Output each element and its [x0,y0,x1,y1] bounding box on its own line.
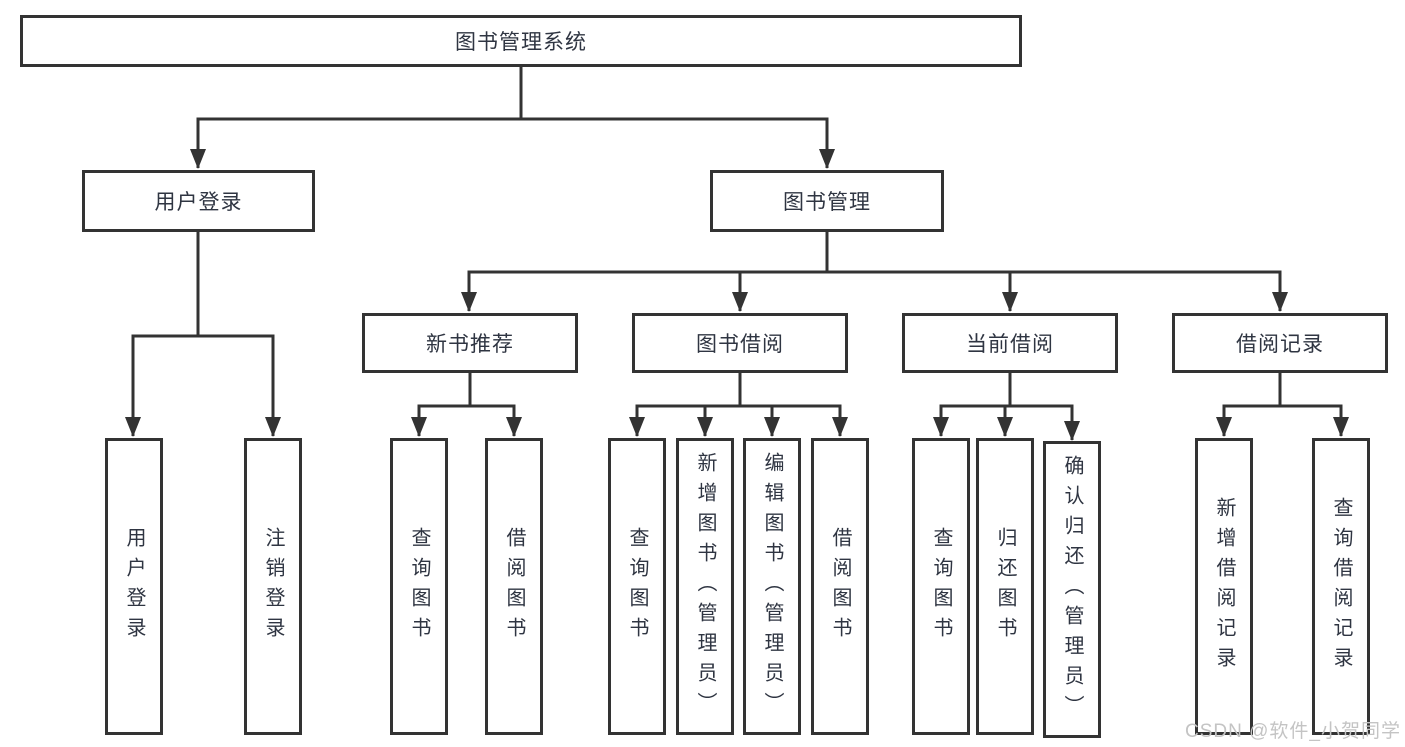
node-book-borrow: 图书借阅 [632,313,848,373]
node-leaf-query-borrow-record: 查询借阅记录 [1312,438,1370,735]
connector-new-books-children [411,373,522,437]
watermark: CSDN @软件_小贺同学 [1185,721,1401,742]
node-library-management-system: 图书管理系统 [20,15,1022,67]
connector-user-login-children [125,232,281,437]
node-leaf-query-books-current: 查询图书 [912,438,970,735]
connector-root-to-level2 [190,67,835,169]
node-book-management: 图书管理 [710,170,944,232]
connector-current-borrow-children [933,373,1080,441]
node-leaf-borrow-books-recommend: 借阅图书 [485,438,543,735]
connector-borrow-records-children [1216,373,1349,437]
node-leaf-add-books-admin: 新增图书（管理员） [676,438,734,735]
node-leaf-confirm-return-admin: 确认归还（管理员） [1043,441,1101,738]
node-leaf-add-borrow-record: 新增借阅记录 [1195,438,1253,735]
node-leaf-return-books: 归还图书 [976,438,1034,735]
node-leaf-logout: 注销登录 [244,438,302,735]
node-leaf-edit-books-admin: 编辑图书（管理员） [743,438,801,735]
node-user-login: 用户登录 [82,170,315,232]
connector-book-borrow-children [629,373,848,437]
node-current-borrow: 当前借阅 [902,313,1118,373]
node-leaf-user-login: 用户登录 [105,438,163,735]
node-new-book-recommend: 新书推荐 [362,313,578,373]
node-leaf-borrow-books: 借阅图书 [811,438,869,735]
node-leaf-query-books-borrow: 查询图书 [608,438,666,735]
node-borrow-records: 借阅记录 [1172,313,1388,373]
connector-book-mgmt-to-level3 [461,232,1288,312]
node-leaf-query-books-recommend: 查询图书 [390,438,448,735]
